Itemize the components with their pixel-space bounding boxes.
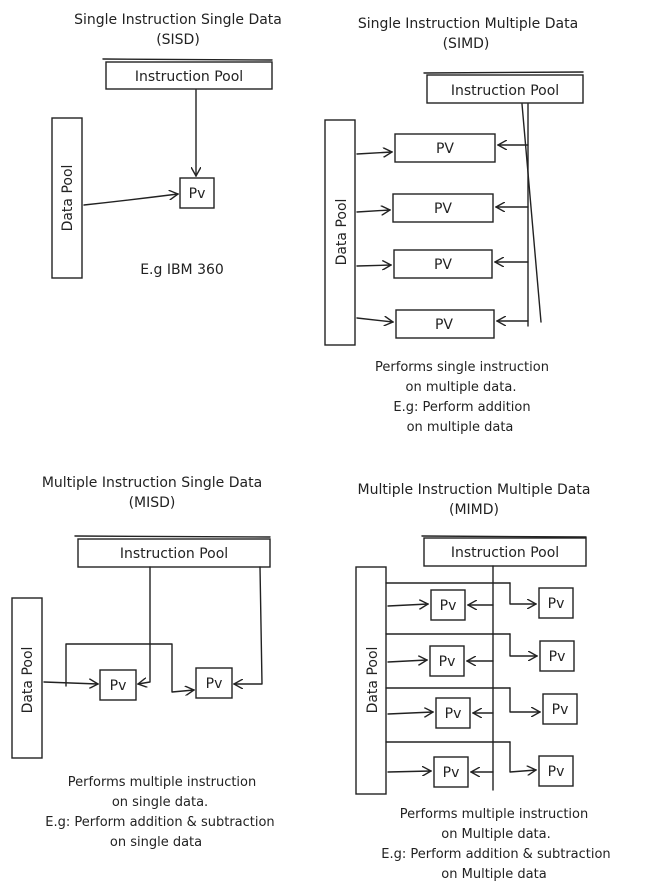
mimd-title-line1: Multiple Instruction Multiple Data [358, 482, 591, 498]
misd-data-arrow [43, 682, 98, 684]
simd-desc-1: Performs single instruction [375, 360, 549, 375]
simd-instruction-pool: Instruction Pool [423, 71, 584, 104]
mimd-pv-left-2: Pv [429, 645, 465, 677]
sisd-panel: Single Instruction Single Data (SISD) In… [51, 12, 282, 279]
mimd-pv-left-1: Pv [430, 589, 466, 621]
sisd-title-line2: (SISD) [156, 32, 200, 48]
simd-pv-4-label: PV [435, 317, 453, 333]
simd-data-arrow-4 [356, 318, 393, 322]
mimd-pv-right-3: Pv [542, 693, 578, 725]
sisd-data-arrow [83, 194, 178, 206]
simd-pv-1: PV [394, 133, 496, 163]
mimd-pv-left-3-label: Pv [445, 706, 462, 722]
sisd-instruction-pool-label: Instruction Pool [135, 69, 243, 85]
simd-instruction-pool-label: Instruction Pool [451, 83, 559, 99]
simd-pv-1-label: PV [436, 141, 454, 157]
mimd-data-pool: Data Pool [355, 566, 387, 795]
misd-instruction-pool-label: Instruction Pool [120, 546, 228, 562]
misd-instruction-arrow-1 [138, 566, 151, 684]
simd-pv-2-label: PV [434, 201, 452, 217]
misd-panel: Multiple Instruction Single Data (MISD) … [11, 475, 275, 850]
mimd-panel: Multiple Instruction Multiple Data (MIMD… [355, 482, 611, 882]
simd-pv-2: PV [392, 193, 494, 223]
mimd-pv-right-1-label: Pv [548, 596, 565, 612]
simd-desc-3: E.g: Perform addition [393, 400, 530, 415]
sisd-data-pool-label: Data Pool [60, 165, 76, 232]
mimd-desc-2: on Multiple data. [441, 827, 551, 842]
sisd-instruction-pool: Instruction Pool [102, 58, 273, 90]
misd-title-line1: Multiple Instruction Single Data [42, 475, 262, 491]
simd-pv-4: PV [395, 309, 495, 339]
mimd-pv-left-4: Pv [433, 756, 469, 788]
mimd-pv-right-2: Pv [539, 640, 575, 672]
mimd-pv-right-1: Pv [538, 587, 574, 619]
mimd-pv-left-4-label: Pv [443, 765, 460, 781]
mimd-pv-right-4-label: Pv [548, 764, 565, 780]
sisd-title-line1: Single Instruction Single Data [74, 12, 282, 28]
sisd-pv: Pv [179, 177, 215, 209]
simd-pv-3-label: PV [434, 257, 452, 273]
mimd-pv-left-1-label: Pv [440, 598, 457, 614]
misd-desc-1: Performs multiple instruction [68, 775, 257, 790]
simd-pv-3: PV [393, 249, 493, 279]
misd-desc-3: E.g: Perform addition & subtraction [45, 815, 274, 830]
misd-instruction-arrow-2 [234, 566, 263, 684]
misd-desc-2: on single data. [112, 795, 208, 810]
misd-pv-2: Pv [195, 667, 233, 699]
misd-pv-1: Pv [99, 669, 137, 701]
simd-data-arrow-2 [356, 210, 390, 212]
mimd-desc-4: on Multiple data [441, 867, 546, 882]
misd-instruction-pool: Instruction Pool [74, 535, 271, 568]
mimd-pv-right-2-label: Pv [549, 649, 566, 665]
sisd-data-pool: Data Pool [51, 117, 83, 279]
misd-data-pool: Data Pool [11, 597, 43, 759]
misd-desc-4: on single data [110, 835, 202, 850]
sisd-pv-label: Pv [189, 186, 206, 202]
mimd-pv-right-4: Pv [538, 755, 574, 787]
simd-desc-4: on multiple data [407, 420, 514, 435]
mimd-instruction-pool: Instruction Pool [421, 535, 587, 567]
simd-title-line2: (SIMD) [443, 36, 490, 52]
misd-pv-1-label: Pv [110, 678, 127, 694]
mimd-pv-left-3: Pv [435, 697, 471, 729]
simd-data-pool: Data Pool [324, 119, 356, 346]
simd-data-arrow-3 [356, 265, 391, 266]
sisd-example: E.g IBM 360 [140, 262, 224, 278]
mimd-data-pool-label: Data Pool [365, 647, 381, 714]
mimd-pv-right-3-label: Pv [552, 702, 569, 718]
simd-data-pool-label: Data Pool [334, 199, 350, 266]
simd-panel: Single Instruction Multiple Data (SIMD) … [324, 16, 584, 435]
misd-title-line2: (MISD) [129, 495, 176, 511]
simd-title-line1: Single Instruction Multiple Data [358, 16, 578, 32]
misd-data-pool-label: Data Pool [20, 647, 36, 714]
mimd-desc-3: E.g: Perform addition & subtraction [381, 847, 610, 862]
mimd-pv-left-2-label: Pv [439, 654, 456, 670]
misd-data-branch [65, 643, 194, 692]
simd-desc-2: on multiple data. [406, 380, 517, 395]
mimd-title-line2: (MIMD) [449, 502, 499, 518]
mimd-desc-1: Performs multiple instruction [400, 807, 589, 822]
mimd-instruction-pool-label: Instruction Pool [451, 545, 559, 561]
misd-pv-2-label: Pv [206, 676, 223, 692]
simd-data-arrow-1 [356, 152, 392, 154]
